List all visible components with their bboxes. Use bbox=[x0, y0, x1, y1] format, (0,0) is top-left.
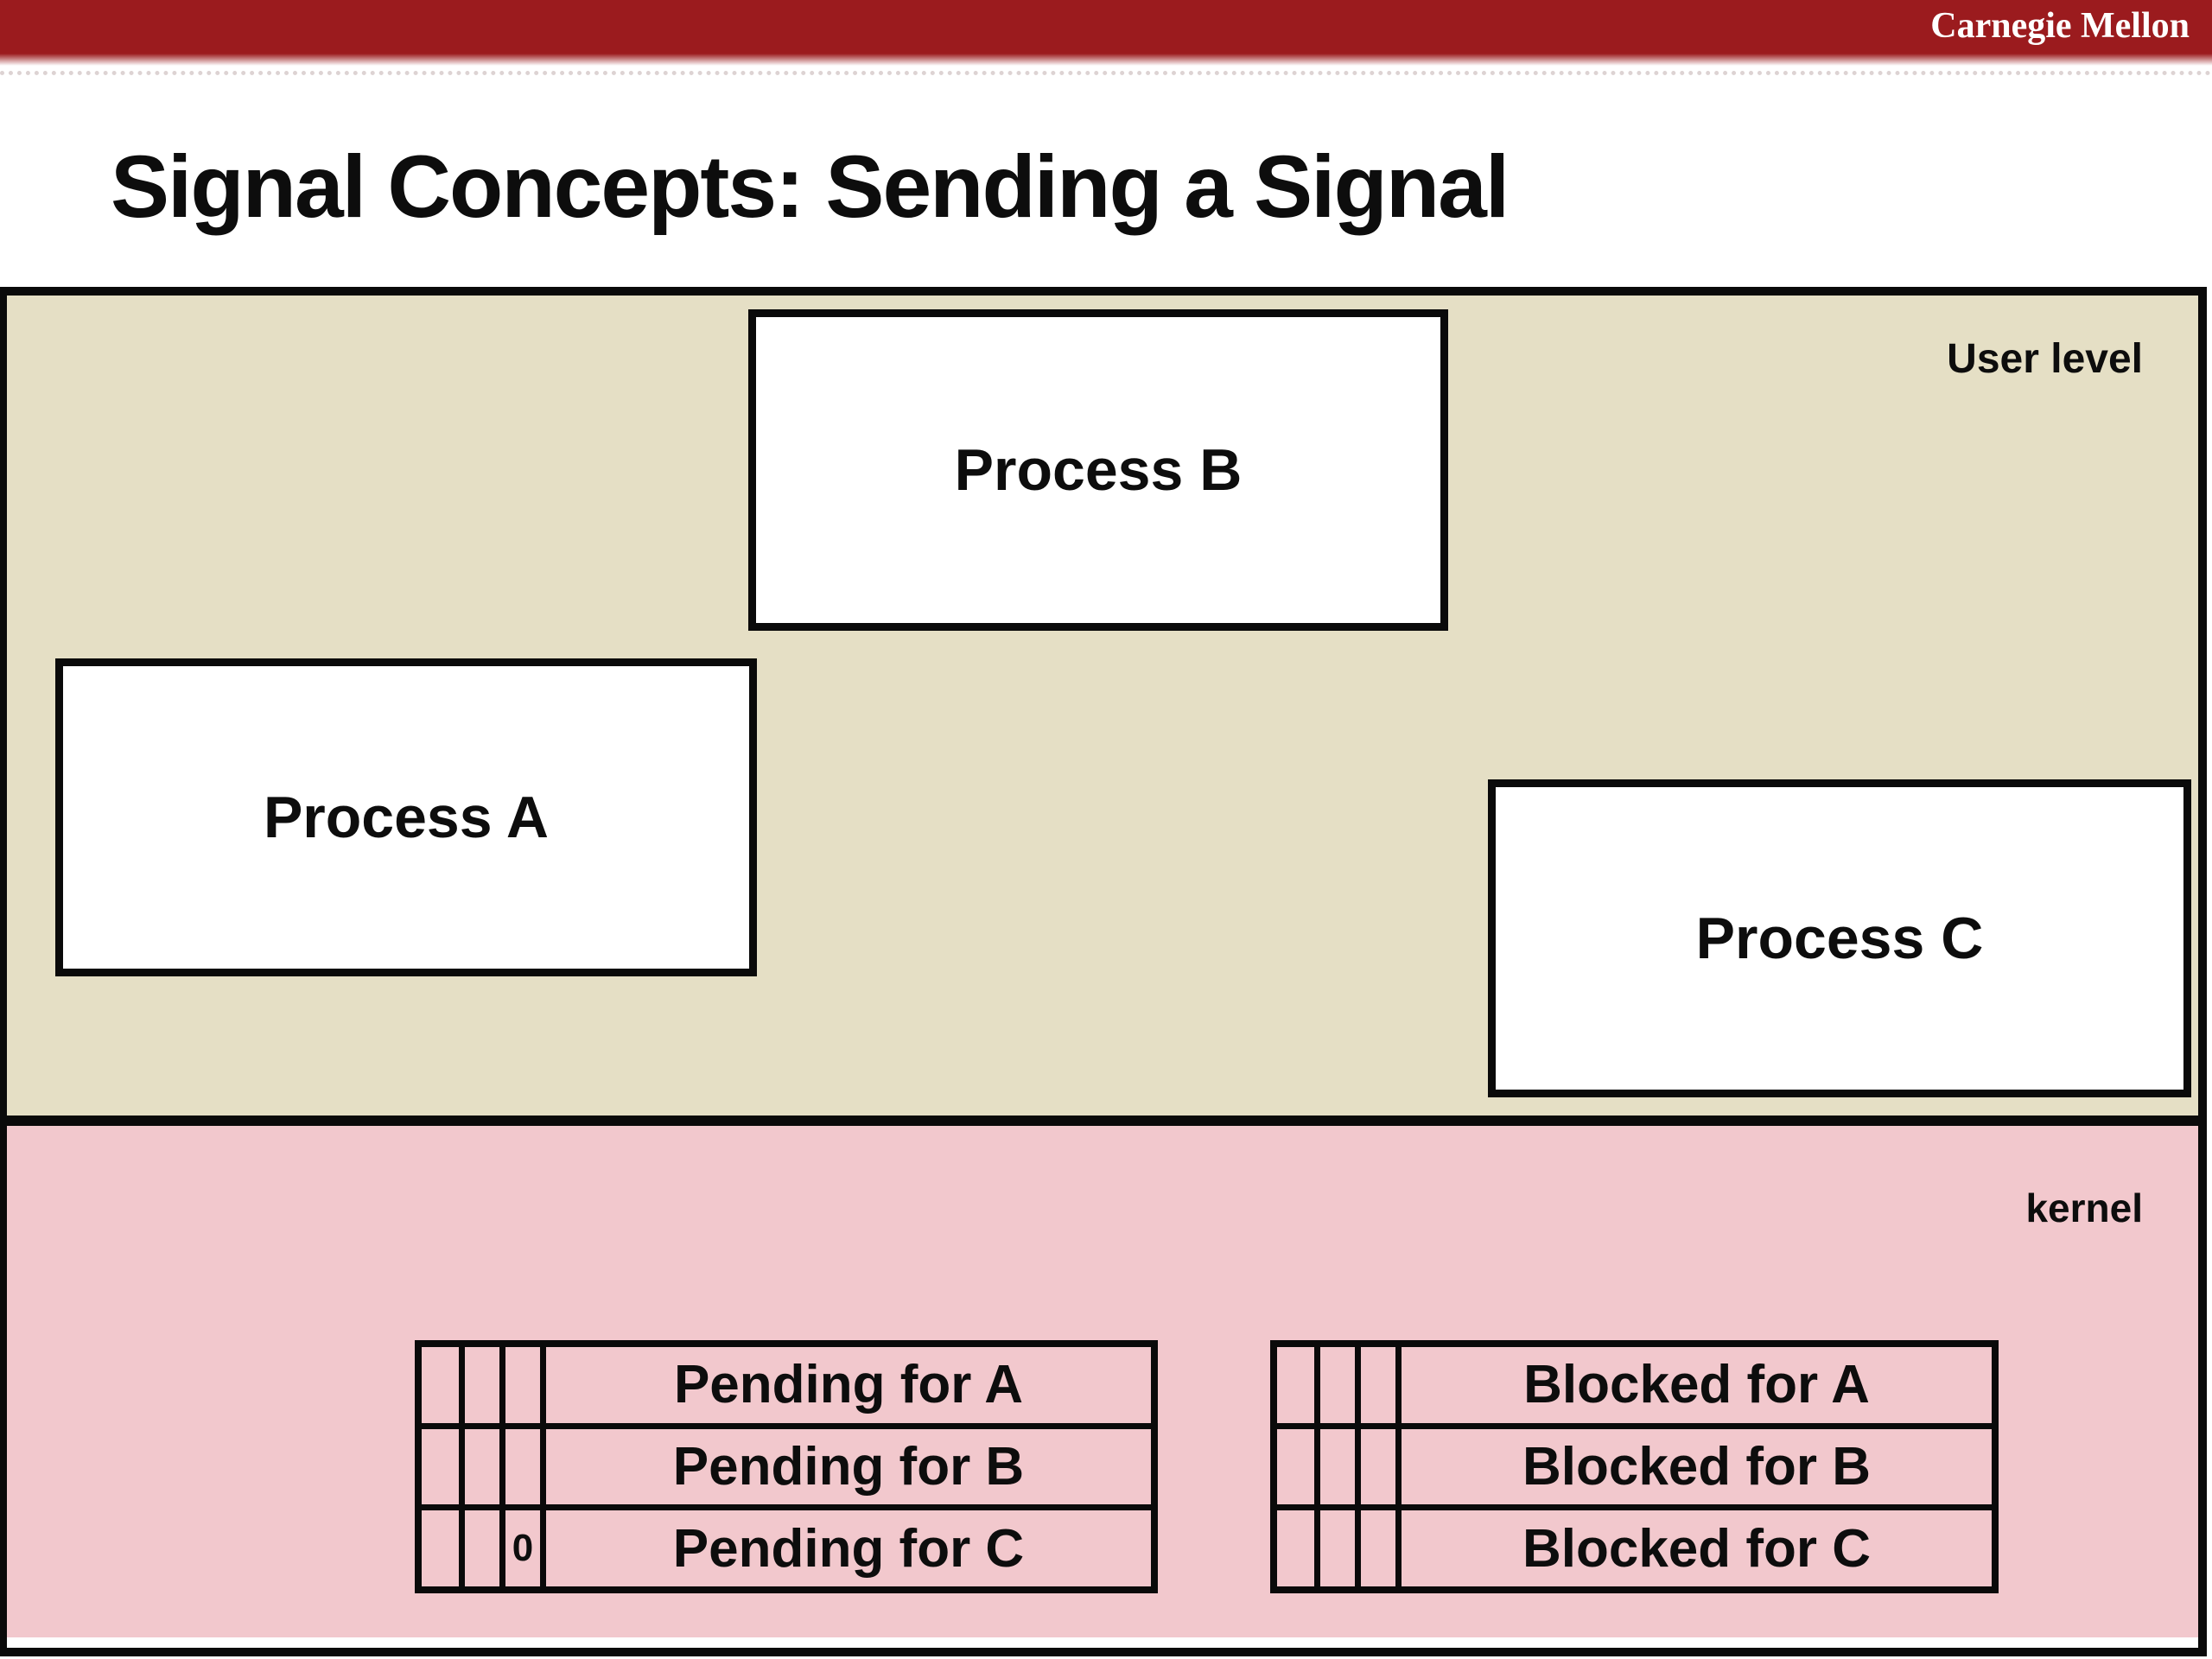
blocked-b-bit-cell bbox=[1320, 1428, 1361, 1505]
pending-c-bit-cell bbox=[465, 1510, 505, 1587]
blocked-b-bit-cell bbox=[1361, 1428, 1402, 1505]
process-b-box: Process B bbox=[748, 309, 1448, 631]
blocked-c-label: Blocked for C bbox=[1522, 1518, 1872, 1579]
pending-row-a: Pending for A bbox=[422, 1347, 1151, 1423]
pending-b-bit-cell bbox=[505, 1428, 546, 1505]
pending-b-bit-cell bbox=[422, 1428, 465, 1505]
pending-c-label: Pending for C bbox=[672, 1518, 1025, 1579]
blocked-row-a: Blocked for A bbox=[1277, 1347, 1992, 1423]
blocked-a-bit-cell bbox=[1361, 1347, 1402, 1423]
blocked-c-bit-cell bbox=[1361, 1510, 1402, 1587]
header-bar: Carnegie Mellon bbox=[0, 0, 2212, 54]
blocked-b-label: Blocked for B bbox=[1522, 1437, 1872, 1497]
blocked-row-c: Blocked for C bbox=[1277, 1504, 1992, 1587]
cmu-brand: Carnegie Mellon bbox=[1930, 6, 2190, 46]
pending-b-bit-cell bbox=[465, 1428, 505, 1505]
blocked-c-bit-cell bbox=[1277, 1510, 1320, 1587]
process-c-box: Process C bbox=[1488, 779, 2191, 1097]
pending-b-label: Pending for B bbox=[672, 1437, 1025, 1497]
kernel-label: kernel bbox=[2025, 1185, 2143, 1230]
blocked-c-bit-cell bbox=[1320, 1510, 1361, 1587]
process-a-box: Process A bbox=[55, 658, 757, 976]
header-dotted-divider bbox=[0, 71, 2212, 75]
pending-a-bit-cell bbox=[505, 1347, 546, 1423]
blocked-a-bit-cell bbox=[1320, 1347, 1361, 1423]
blocked-signals-table: Blocked for A Blocked for B Blocked for … bbox=[1270, 1340, 1999, 1593]
process-a-label: Process A bbox=[263, 785, 550, 850]
pending-a-bit-cell bbox=[422, 1347, 465, 1423]
blocked-a-bit-cell bbox=[1277, 1347, 1320, 1423]
pending-c-bit-cell bbox=[422, 1510, 465, 1587]
slide-title: Signal Concepts: Sending a Signal bbox=[111, 137, 1510, 236]
pending-signals-table: Pending for A Pending for B 0 Pending fo… bbox=[415, 1340, 1158, 1593]
process-c-label: Process C bbox=[1695, 906, 1984, 971]
pending-row-b: Pending for B bbox=[422, 1422, 1151, 1505]
pending-c-bit-value: 0 bbox=[505, 1510, 546, 1587]
kernel-region: kernel bbox=[7, 1126, 2198, 1637]
pending-a-label: Pending for A bbox=[673, 1355, 1024, 1415]
header-bar-fade bbox=[0, 54, 2212, 66]
user-level-label: User level bbox=[1947, 336, 2143, 382]
blocked-row-b: Blocked for B bbox=[1277, 1422, 1992, 1505]
process-b-label: Process B bbox=[954, 437, 1243, 503]
blocked-a-label: Blocked for A bbox=[1523, 1355, 1870, 1415]
blocked-b-bit-cell bbox=[1277, 1428, 1320, 1505]
pending-row-c: 0 Pending for C bbox=[422, 1504, 1151, 1587]
pending-a-bit-cell bbox=[465, 1347, 505, 1423]
